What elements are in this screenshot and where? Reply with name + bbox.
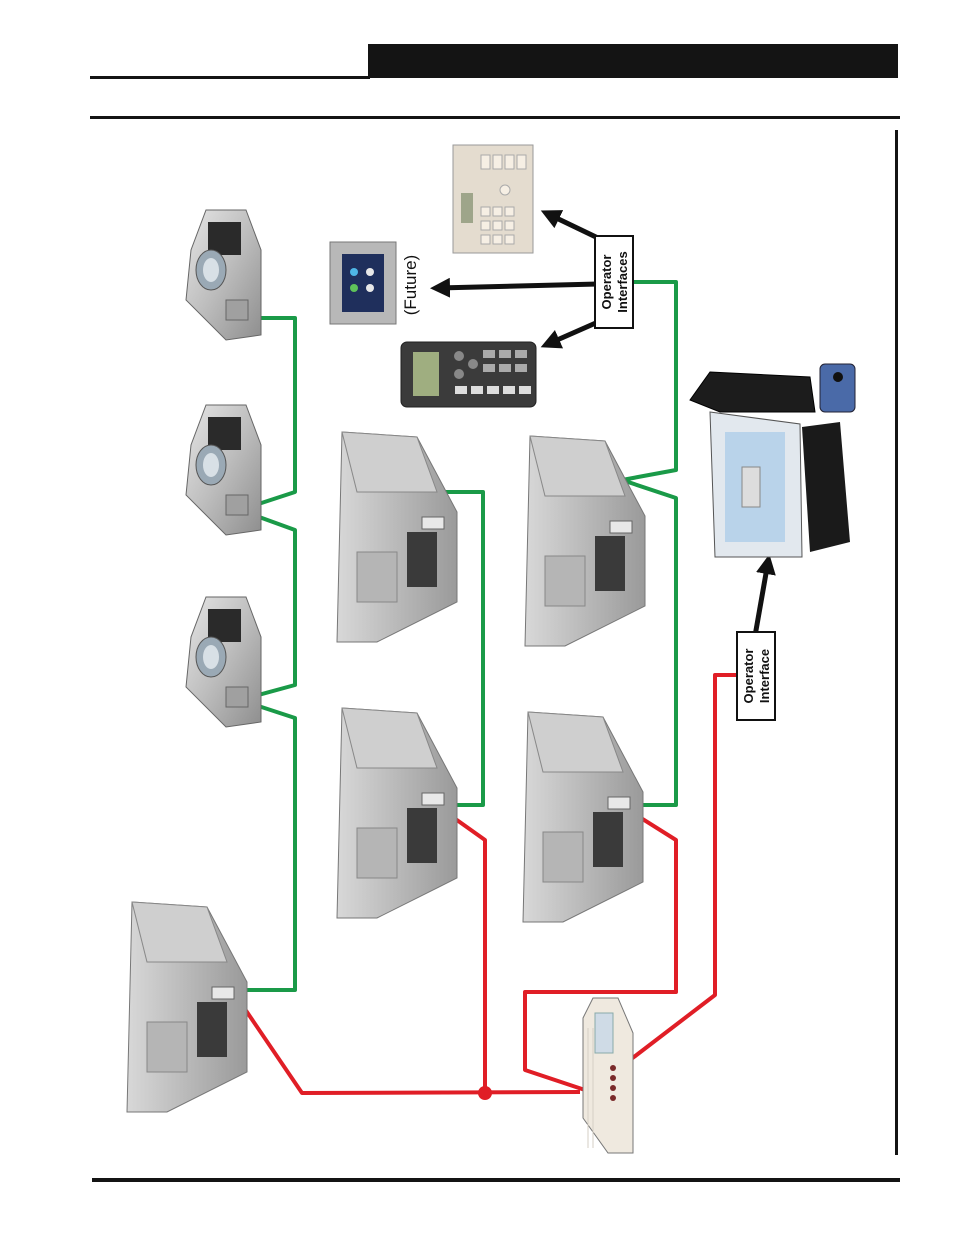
operator-interface-label: Operator Interface (737, 632, 775, 720)
ahu-left (127, 902, 247, 1112)
operator-interface-line1: Operator (741, 649, 756, 704)
vav-box-top (186, 210, 261, 340)
vav-box-bottom (186, 597, 261, 727)
minilink-controller (583, 998, 633, 1153)
red-bus (232, 675, 740, 1100)
vav-box-middle (186, 405, 261, 535)
bottom-rule (92, 1178, 900, 1182)
operator-interface-line2: Interface (757, 649, 772, 703)
ahu-center-upper (337, 432, 457, 642)
computer (690, 364, 855, 557)
modular-service-tool (401, 342, 536, 407)
touch-screen (330, 242, 396, 324)
operator-interfaces-line1: Operator (599, 255, 614, 310)
operator-interfaces-line2: Interfaces (615, 251, 630, 312)
operator-interfaces-label: Operator Interfaces (595, 236, 633, 328)
ahu-center-lower (337, 708, 457, 918)
future-label: (Future) (401, 255, 420, 315)
system-manager (453, 145, 533, 253)
ahu-right-upper (525, 436, 645, 646)
ahu-right-lower (523, 712, 643, 922)
